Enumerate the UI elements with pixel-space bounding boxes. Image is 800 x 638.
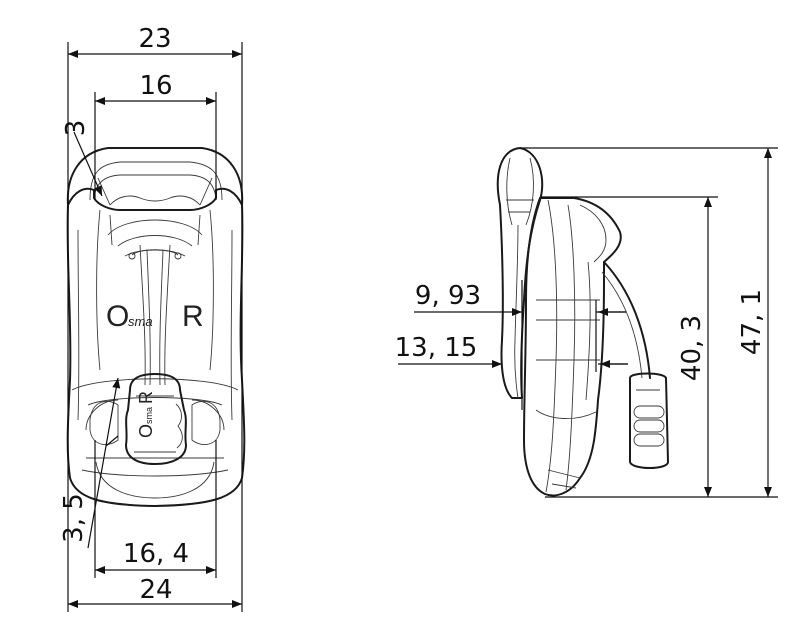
dim-overall-top-width: 23 <box>68 24 242 58</box>
right-window <box>191 400 221 446</box>
badge-logo-small-text: sma <box>144 407 154 424</box>
body-details <box>71 195 239 499</box>
dim-text-overall-top-width: 23 <box>138 24 171 54</box>
badge-logo-letter-r: R <box>136 391 156 404</box>
dim-overall-bottom-width: 24 <box>68 575 242 608</box>
left-window <box>89 400 119 446</box>
logo-small-text: sma <box>128 314 153 329</box>
dim-inner-bottom-width: 16, 4 <box>95 539 216 574</box>
badge-logo-letter-o: O <box>136 424 156 438</box>
dim-text-body-height: 40, 3 <box>677 315 707 381</box>
front-logo: O sma R <box>106 300 204 333</box>
dim-total-height: 47, 1 <box>737 148 772 497</box>
dim-text-rim-thickness: 3 <box>61 120 91 137</box>
front-extension-lines <box>67 42 243 612</box>
side-body <box>523 197 622 497</box>
badge-logo: O sma R <box>136 391 156 438</box>
front-view: O sma R O sma R 23 16 <box>59 24 246 612</box>
dim-text-bottom-rim: 3, 5 <box>59 493 89 543</box>
dim-depth-lower: 13, 15 <box>395 333 628 368</box>
dim-text-depth-upper: 9, 93 <box>415 281 481 311</box>
side-extension-lines <box>520 147 778 498</box>
side-view: 9, 93 13, 15 40, 3 47, 1 <box>395 147 778 498</box>
end-tab <box>629 372 669 469</box>
dim-bottom-rim: 3, 5 <box>59 377 121 549</box>
logo-letter-r: R <box>182 300 204 333</box>
side-cord <box>601 261 651 379</box>
dim-text-depth-lower: 13, 15 <box>395 333 478 363</box>
center-tongue <box>128 244 182 386</box>
dim-body-height: 40, 3 <box>677 197 712 497</box>
dim-text-inner-bottom-width: 16, 4 <box>123 539 189 569</box>
dim-inner-top-width: 16 <box>95 71 216 105</box>
dim-text-overall-bottom-width: 24 <box>139 575 172 605</box>
front-plate <box>496 147 544 399</box>
dim-text-total-height: 47, 1 <box>737 289 767 355</box>
dim-depth-upper: 9, 93 <box>414 281 626 316</box>
dim-text-inner-top-width: 16 <box>139 71 172 101</box>
dim-rim-thickness: 3 <box>61 120 103 197</box>
logo-letter-o: O <box>106 300 129 333</box>
release-badge <box>125 373 187 465</box>
